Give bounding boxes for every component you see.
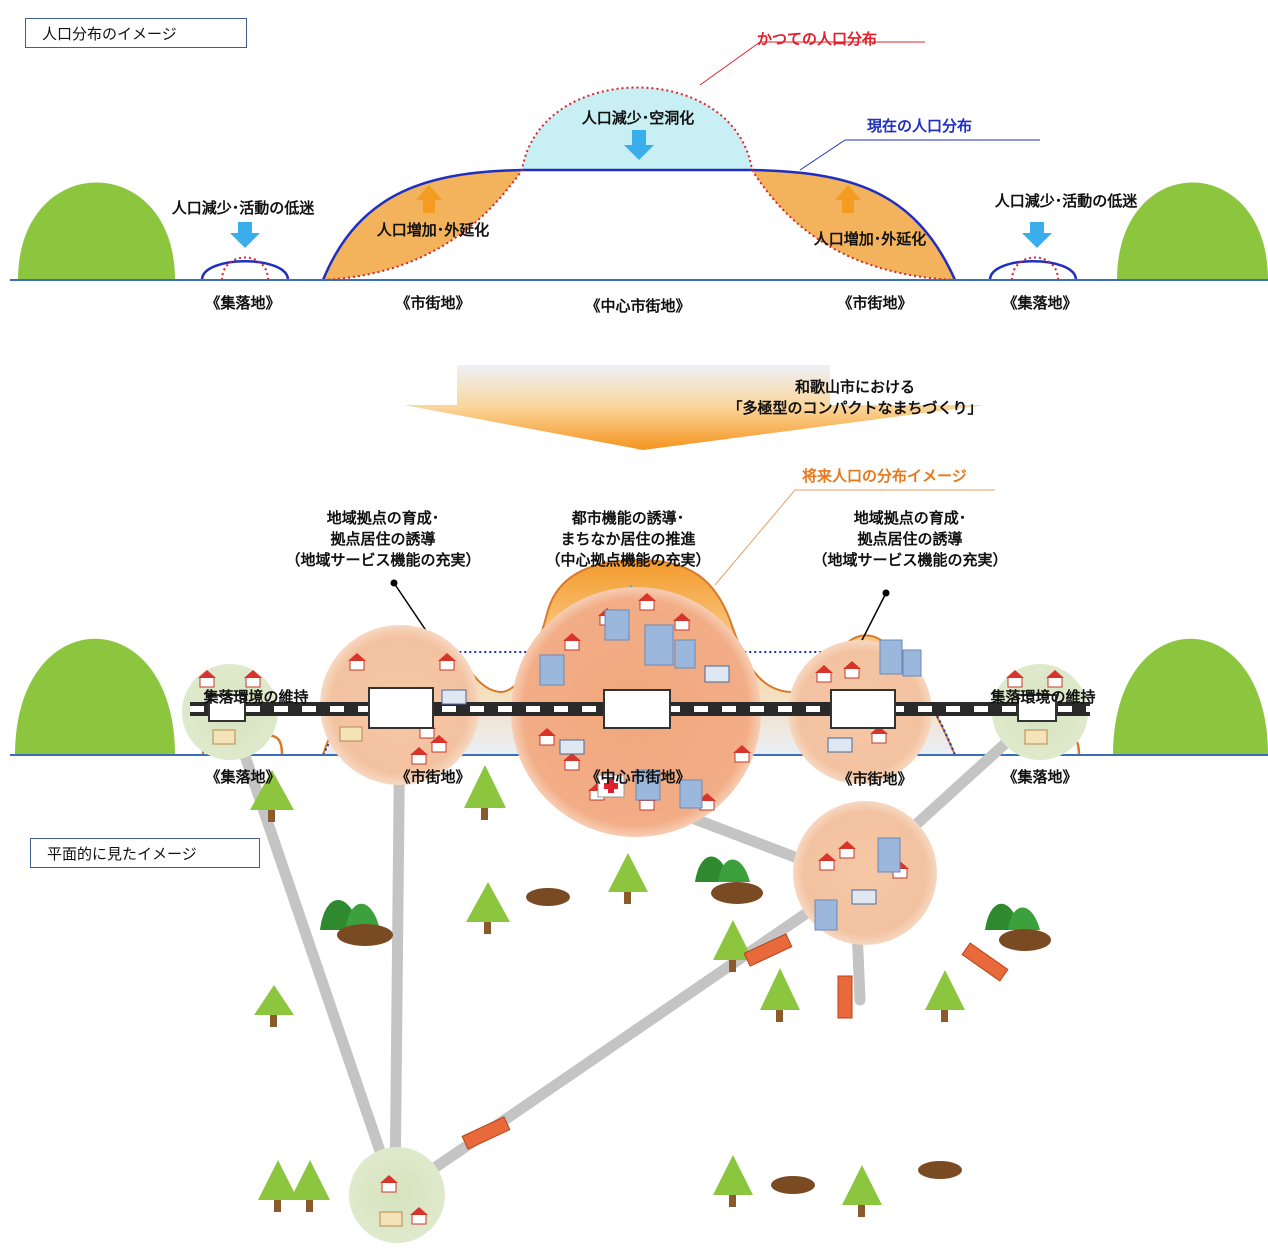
hill-left-2 <box>15 638 175 755</box>
settlement-dome-right-current <box>988 260 1078 281</box>
trees <box>250 765 965 1217</box>
settlement-keep-right: 集落環境の維持 <box>990 688 1096 706</box>
settlement-label-right: 人口減少･活動の低迷 <box>994 192 1138 210</box>
leader-future <box>714 489 796 586</box>
axis1-settlement-right: 《集落地》 <box>1002 294 1078 312</box>
axis2-center: 《中心市街地》 <box>585 768 691 786</box>
hill-left-1 <box>18 182 175 280</box>
legend-current: 現在の人口分布 <box>867 117 973 135</box>
past-distribution-line <box>322 86 956 281</box>
hill-right-1 <box>1117 182 1268 280</box>
mountain-icon-top <box>695 856 763 904</box>
axis1-settlement-left: 《集落地》 <box>205 294 281 312</box>
urban-label-left: 人口増加･外延化 <box>376 221 490 239</box>
station-center <box>603 689 671 729</box>
arrow-text: 和歌山市における 「多極型のコンパクトなまちづくり」 <box>727 377 982 419</box>
school-icons <box>212 726 1048 1227</box>
leader-current <box>799 139 846 171</box>
legend-past: かつての人口分布 <box>757 30 878 48</box>
center-hub-line2: まちなか居住の推進 <box>560 530 696 548</box>
field-icons <box>526 888 962 1194</box>
hill-right-2 <box>1113 638 1268 755</box>
house-icons <box>198 593 1064 1225</box>
left-hub-label: 地域拠点の育成･ 拠点居住の誘導 （地域サービス機能の充実） <box>285 508 480 571</box>
axis2-urban-right: 《市街地》 <box>837 770 913 788</box>
legend-future: 将来人口の分布イメージ <box>802 467 967 485</box>
station-left-urban <box>368 687 434 729</box>
arrow-text-line1: 和歌山市における <box>794 378 916 396</box>
right-hub-line3: （地域サービス機能の充実） <box>812 551 1008 569</box>
axis1-urban-left: 《市街地》 <box>395 294 471 312</box>
center-hub-line1: 都市機能の誘導･ <box>571 509 685 527</box>
axis1-center: 《中心市街地》 <box>585 297 691 315</box>
right-hub-line1: 地域拠点の育成･ <box>853 509 967 527</box>
left-hub-line3: （地域サービス機能の充実） <box>285 551 481 569</box>
axis2-urban-left: 《市街地》 <box>395 768 471 786</box>
center-hub-label: 都市機能の誘導･ まちなか居住の推進 （中心拠点機能の充実） <box>545 508 710 571</box>
left-hub-line2: 拠点居住の誘導 <box>330 530 436 548</box>
section1-title: 人口分布のイメージ <box>25 18 247 48</box>
station-left-settlement <box>208 694 246 722</box>
up-arrow-icon-right <box>835 185 861 213</box>
pointer-dot-right-hub <box>882 589 890 597</box>
settlement-keep-left: 集落環境の維持 <box>203 688 309 706</box>
station-right-settlement <box>1017 694 1057 722</box>
pointer-left-hub <box>393 582 428 633</box>
urban-label-right: 人口増加･外延化 <box>813 230 927 248</box>
center-dome <box>522 87 752 170</box>
down-arrow-icon-right <box>1022 222 1052 248</box>
up-arrow-icon-left <box>416 185 442 213</box>
right-hub-line2: 拠点居住の誘導 <box>857 530 963 548</box>
right-hub-label: 地域拠点の育成･ 拠点居住の誘導 （地域サービス機能の充実） <box>812 508 1007 571</box>
current-distribution-line <box>321 168 957 281</box>
axis1-urban-right: 《市街地》 <box>837 294 913 312</box>
leader-past <box>699 41 761 86</box>
settlement-dome-left-current <box>200 260 290 281</box>
settlement-dome-right-past <box>1011 256 1059 281</box>
urban-area-left <box>323 170 522 280</box>
station-right-urban <box>830 689 896 729</box>
center-hub-line3: （中心拠点機能の充実） <box>545 551 711 569</box>
bus-icons <box>461 933 1009 1150</box>
arrow-text-line2: 「多極型のコンパクトなまちづくり」 <box>727 399 983 417</box>
transition-arrow <box>404 365 985 450</box>
mountain-icon-left <box>320 900 393 946</box>
left-hub-line1: 地域拠点の育成･ <box>326 509 440 527</box>
down-arrow-icon-center <box>624 130 654 160</box>
center-label: 人口減少･空洞化 <box>581 109 695 127</box>
axis2-settlement-right: 《集落地》 <box>1002 768 1078 786</box>
settlement-label-left: 人口減少･活動の低迷 <box>171 199 315 217</box>
pointer-dot-left-hub <box>390 579 398 587</box>
down-arrow-icon-left <box>230 222 260 248</box>
shop-icons <box>441 665 877 905</box>
section3-title: 平面的に見たイメージ <box>30 838 260 868</box>
hub-circle-bottom-settlement <box>349 1147 445 1243</box>
building-icons <box>539 609 922 931</box>
mountain-icon-right <box>985 903 1051 951</box>
hospital-icon <box>597 774 625 798</box>
axis2-settlement-left: 《集落地》 <box>205 768 281 786</box>
urban-area-right <box>752 170 955 280</box>
settlement-dome-left-past <box>221 256 269 281</box>
